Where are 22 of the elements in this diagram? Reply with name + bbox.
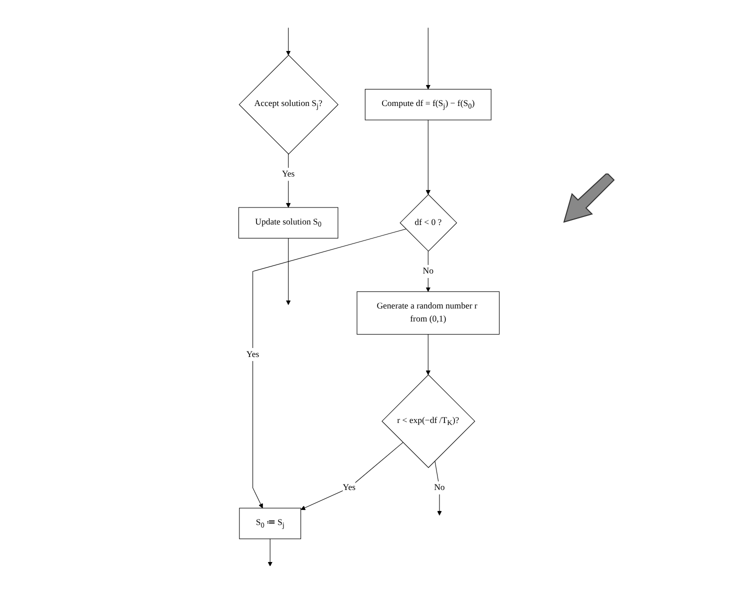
- edge-label: Yes: [342, 482, 355, 492]
- node-diamond: df < 0 ?: [399, 194, 457, 252]
- arrow: [252, 228, 406, 508]
- arrow: [425, 28, 430, 90]
- node-box: Generate a random number r from (0,1): [356, 291, 500, 335]
- node-diamond: Accept solution S$_{j}$?: [238, 54, 338, 154]
- node-box: Compute df = f(S$_{j}$) − f(S$_{0}$): [364, 88, 491, 120]
- arrow: [300, 442, 403, 510]
- arrow: [425, 334, 430, 376]
- arrow: [285, 154, 290, 208]
- edge-label: No: [422, 266, 433, 276]
- node-diamond: r < exp(−df /T$_{K}$)?: [381, 374, 475, 468]
- edge-label: Yes: [246, 350, 259, 359]
- arrow: [285, 238, 290, 305]
- arrow: [267, 538, 272, 566]
- edge-label: No: [434, 482, 444, 492]
- arrow: [434, 460, 442, 516]
- arrow: [285, 28, 290, 56]
- node-box: Update solution S$_{0}$: [238, 207, 338, 238]
- edge-label: Yes: [281, 169, 294, 179]
- node-box: S$_{0}$ ≔ S$_{j}$: [238, 508, 301, 540]
- arrow: [425, 120, 430, 195]
